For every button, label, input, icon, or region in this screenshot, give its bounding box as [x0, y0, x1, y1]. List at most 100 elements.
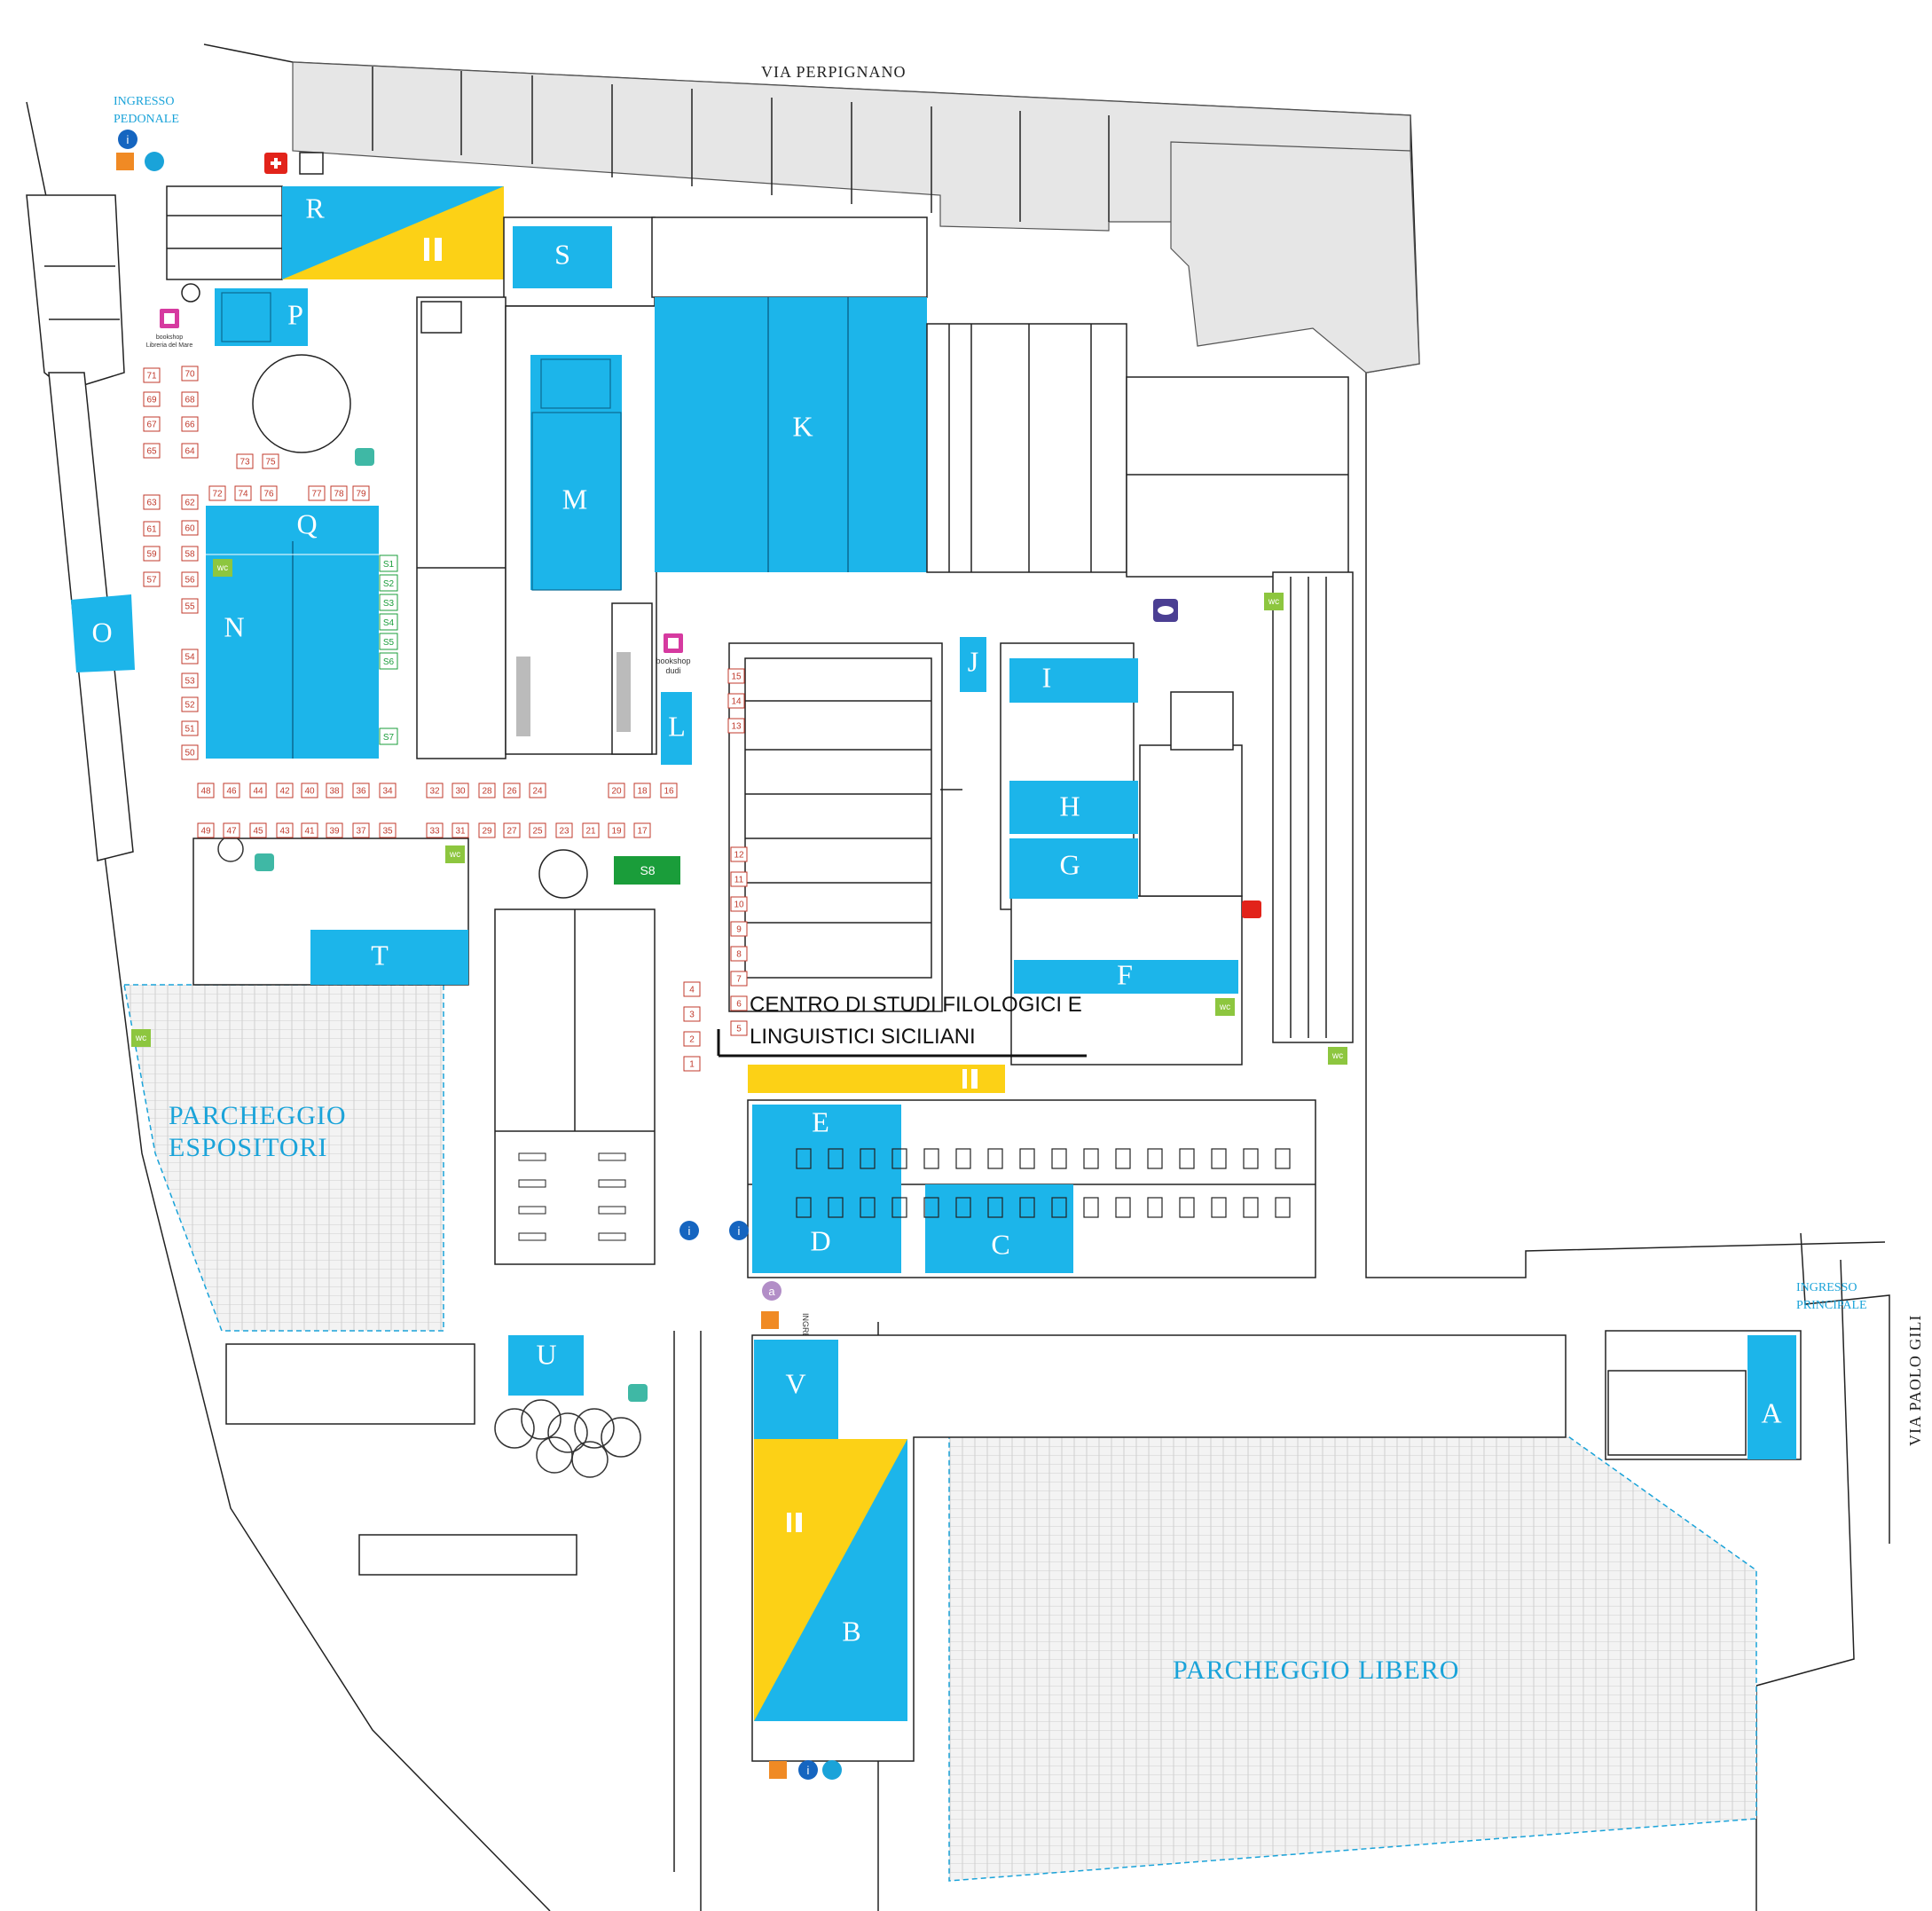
stand-73[interactable]: 73	[236, 453, 254, 469]
stand-41[interactable]: 41	[301, 822, 318, 838]
side-stand-S7[interactable]: S7	[379, 727, 398, 745]
stand-68[interactable]: 68	[181, 391, 199, 407]
stand-23[interactable]: 23	[555, 822, 573, 838]
stand-26[interactable]: 26	[503, 782, 521, 798]
stand-75[interactable]: 75	[262, 453, 279, 469]
stand-12[interactable]: 12	[730, 846, 748, 862]
stand-79[interactable]: 79	[352, 485, 370, 501]
stand-24[interactable]: 24	[529, 782, 546, 798]
stand-58[interactable]: 58	[181, 546, 199, 562]
stand-69[interactable]: 69	[143, 391, 161, 407]
zone-e[interactable]: E	[752, 1105, 901, 1184]
stand-2[interactable]: 2	[683, 1031, 701, 1047]
stand-48[interactable]: 48	[197, 782, 215, 798]
stand-74[interactable]: 74	[234, 485, 252, 501]
zone-g[interactable]: G	[1009, 838, 1138, 899]
stand-3[interactable]: 3	[683, 1006, 701, 1022]
stand-4[interactable]: 4	[683, 981, 701, 997]
stand-54[interactable]: 54	[181, 649, 199, 665]
stand-62[interactable]: 62	[181, 494, 199, 510]
stand-16[interactable]: 16	[660, 782, 678, 798]
stand-6[interactable]: 6	[730, 995, 748, 1011]
stand-40[interactable]: 40	[301, 782, 318, 798]
zone-o[interactable]: O	[71, 594, 135, 672]
stand-27[interactable]: 27	[503, 822, 521, 838]
stand-7[interactable]: 7	[730, 971, 748, 987]
stand-29[interactable]: 29	[478, 822, 496, 838]
stand-15[interactable]: 15	[727, 668, 745, 684]
stand-35[interactable]: 35	[379, 822, 397, 838]
stand-65[interactable]: 65	[143, 443, 161, 459]
stand-39[interactable]: 39	[326, 822, 343, 838]
stand-18[interactable]: 18	[633, 782, 651, 798]
stand-37[interactable]: 37	[352, 822, 370, 838]
stand-61[interactable]: 61	[143, 521, 161, 537]
zone-c[interactable]: C	[925, 1184, 1073, 1273]
stand-21[interactable]: 21	[582, 822, 600, 838]
stand-76[interactable]: 76	[260, 485, 278, 501]
stand-43[interactable]: 43	[276, 822, 294, 838]
stand-44[interactable]: 44	[249, 782, 267, 798]
side-stand-S6[interactable]: S6	[379, 652, 398, 670]
stand-59[interactable]: 59	[143, 546, 161, 562]
stand-25[interactable]: 25	[529, 822, 546, 838]
stand-9[interactable]: 9	[730, 921, 748, 937]
stand-77[interactable]: 77	[308, 485, 326, 501]
stand-5[interactable]: 5	[730, 1020, 748, 1036]
stand-53[interactable]: 53	[181, 672, 199, 688]
zone-p[interactable]: P	[215, 288, 308, 346]
zone-k[interactable]: K	[651, 216, 928, 572]
zone-m[interactable]: M	[530, 355, 622, 591]
zone-l[interactable]: L	[661, 692, 692, 765]
stand-34[interactable]: 34	[379, 782, 397, 798]
side-stand-S1[interactable]: S1	[379, 554, 398, 572]
zone-s[interactable]: S	[503, 216, 656, 307]
stand-32[interactable]: 32	[426, 782, 444, 798]
stand-70[interactable]: 70	[181, 366, 199, 381]
stand-13[interactable]: 13	[727, 718, 745, 734]
stand-57[interactable]: 57	[143, 571, 161, 587]
zone-u[interactable]: U	[508, 1335, 584, 1396]
stand-49[interactable]: 49	[197, 822, 215, 838]
zone-r[interactable]: R	[166, 185, 504, 280]
stand-31[interactable]: 31	[452, 822, 469, 838]
stand-30[interactable]: 30	[452, 782, 469, 798]
stand-50[interactable]: 50	[181, 744, 199, 760]
stand-8[interactable]: 8	[730, 946, 748, 962]
stand-38[interactable]: 38	[326, 782, 343, 798]
stand-20[interactable]: 20	[608, 782, 625, 798]
stand-17[interactable]: 17	[633, 822, 651, 838]
stand-56[interactable]: 56	[181, 571, 199, 587]
stand-33[interactable]: 33	[426, 822, 444, 838]
zone-q-n[interactable]: Q N	[206, 506, 379, 759]
stand-45[interactable]: 45	[249, 822, 267, 838]
side-stand-S4[interactable]: S4	[379, 613, 398, 631]
zone-t[interactable]: T	[310, 930, 468, 985]
stand-63[interactable]: 63	[143, 494, 161, 510]
stand-1[interactable]: 1	[683, 1056, 701, 1072]
stand-47[interactable]: 47	[223, 822, 240, 838]
stand-60[interactable]: 60	[181, 520, 199, 536]
zone-j[interactable]: J	[960, 637, 986, 692]
zone-a[interactable]: A	[1747, 1335, 1796, 1459]
stand-66[interactable]: 66	[181, 416, 199, 432]
stand-10[interactable]: 10	[730, 896, 748, 912]
side-stand-S2[interactable]: S2	[379, 574, 398, 592]
stand-19[interactable]: 19	[608, 822, 625, 838]
zone-f[interactable]: F	[1014, 958, 1238, 994]
stand-42[interactable]: 42	[276, 782, 294, 798]
zone-h[interactable]: H	[1009, 781, 1138, 834]
stand-11[interactable]: 11	[730, 871, 748, 887]
stand-55[interactable]: 55	[181, 598, 199, 614]
stand-72[interactable]: 72	[208, 485, 226, 501]
zone-i[interactable]: I	[1009, 658, 1138, 703]
stand-78[interactable]: 78	[330, 485, 348, 501]
zone-b[interactable]: B	[754, 1439, 907, 1721]
stand-46[interactable]: 46	[223, 782, 240, 798]
stand-64[interactable]: 64	[181, 443, 199, 459]
zone-v[interactable]: V	[754, 1340, 838, 1439]
side-stand-S5[interactable]: S5	[379, 633, 398, 650]
stand-28[interactable]: 28	[478, 782, 496, 798]
s8-badge[interactable]: S8	[614, 856, 680, 885]
stand-51[interactable]: 51	[181, 720, 199, 736]
